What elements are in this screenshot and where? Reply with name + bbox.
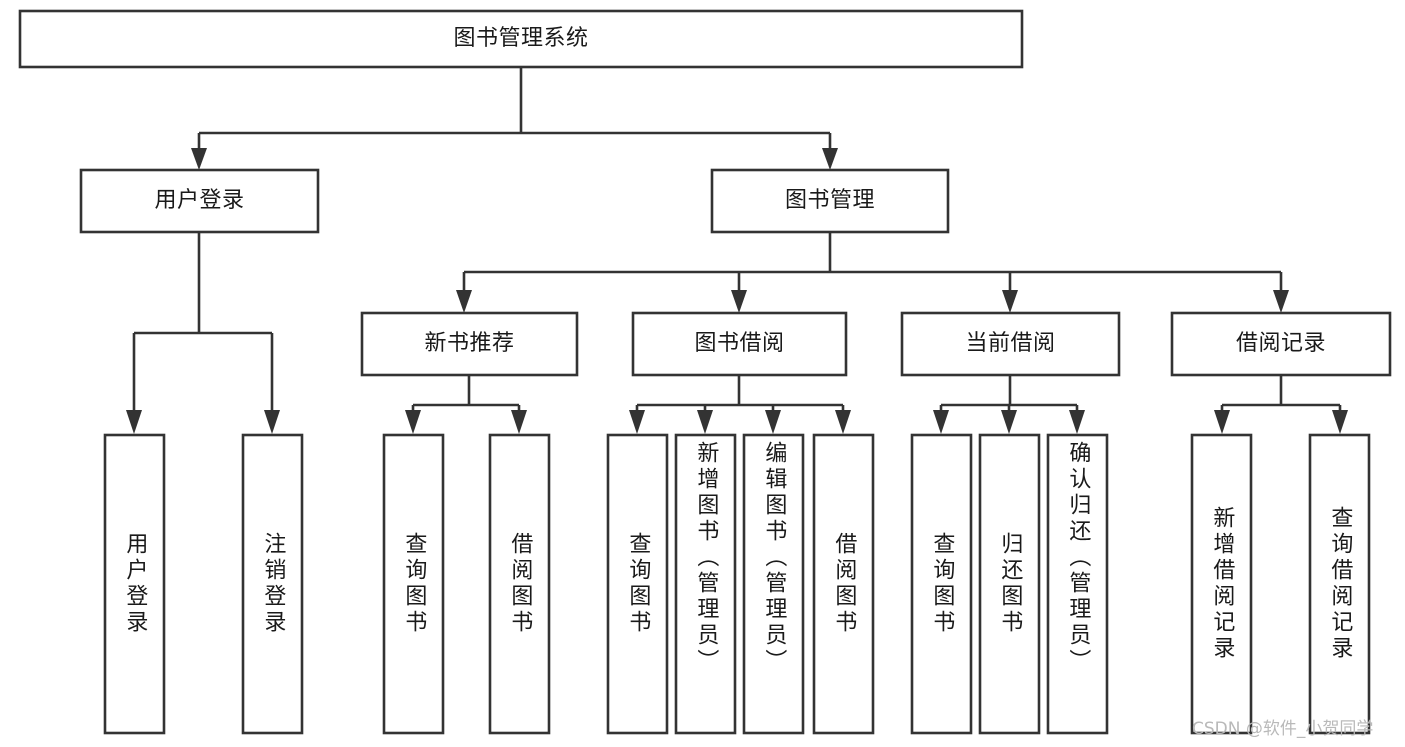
node-box-leaf-13[interactable]	[1308, 433, 1371, 735]
edge-group-book-mgmt	[456, 232, 1289, 313]
arrow-borrow-to-leaf08	[835, 410, 851, 434]
node-box-leaf-09[interactable]	[910, 433, 973, 735]
node-box-user-login[interactable]	[79, 168, 320, 234]
node-box-leaf-01[interactable]	[103, 433, 166, 735]
edge-group-record	[1214, 375, 1348, 434]
arrow-current-to-leaf09	[933, 410, 949, 434]
arrow-bookmgmt-to-record	[1273, 290, 1289, 313]
edge-group-borrow	[629, 375, 851, 434]
edge-group-root	[191, 67, 838, 170]
node-box-leaf-04[interactable]	[488, 433, 551, 735]
node-box-leaf-10[interactable]	[978, 433, 1041, 735]
arrow-bookmgmt-to-current	[1002, 290, 1018, 313]
arrow-root-to-user-login	[191, 148, 207, 170]
arrow-borrow-to-leaf06	[697, 410, 713, 434]
arrow-newbook-to-leaf03	[405, 410, 421, 434]
node-box-leaf-07[interactable]	[742, 433, 805, 735]
node-box-leaf-06[interactable]	[674, 433, 737, 735]
node-box-book-borrow[interactable]	[631, 311, 848, 377]
node-box-borrow-record[interactable]	[1170, 311, 1392, 377]
arrow-record-to-leaf13	[1332, 410, 1348, 434]
arrow-bookmgmt-to-borrow	[731, 290, 747, 313]
arrow-newbook-to-leaf04	[511, 410, 527, 434]
edge-group-current	[933, 375, 1085, 434]
edge-group-newbook	[405, 375, 527, 434]
arrow-borrow-to-leaf05	[629, 410, 645, 434]
node-box-new-book-recommend[interactable]	[360, 311, 579, 377]
node-box-root[interactable]	[18, 9, 1024, 69]
arrow-bookmgmt-to-newbook	[456, 290, 472, 313]
arrow-root-to-book-mgmt	[822, 148, 838, 170]
node-box-leaf-08[interactable]	[812, 433, 875, 735]
node-box-current-borrow[interactable]	[900, 311, 1121, 377]
node-box-leaf-11[interactable]	[1046, 433, 1109, 735]
node-box-book-management[interactable]	[710, 168, 950, 234]
arrow-userlogin-to-leaf01	[126, 410, 142, 434]
arrow-current-to-leaf10	[1001, 410, 1017, 434]
edge-group-user-login	[126, 232, 280, 434]
arrow-record-to-leaf12	[1214, 410, 1230, 434]
arrow-current-to-leaf11	[1069, 410, 1085, 434]
arrow-userlogin-to-leaf02	[264, 410, 280, 434]
node-box-leaf-12[interactable]	[1190, 433, 1253, 735]
node-box-leaf-05[interactable]	[606, 433, 669, 735]
arrow-borrow-to-leaf07	[765, 410, 781, 434]
node-box-leaf-03[interactable]	[382, 433, 445, 735]
node-box-leaf-02[interactable]	[241, 433, 304, 735]
